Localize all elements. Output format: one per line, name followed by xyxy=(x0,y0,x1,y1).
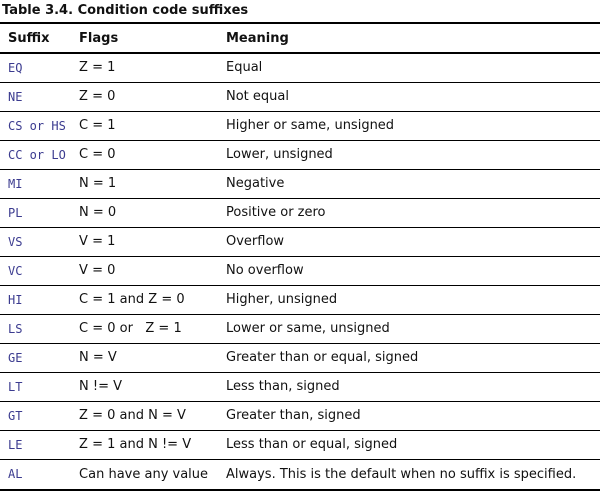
cell-flags: C = 1 xyxy=(79,118,116,133)
cell-flags: N = 0 xyxy=(79,205,117,220)
cell-flags: Can have any value xyxy=(79,466,209,482)
cell-meaning: Equal xyxy=(226,60,263,76)
cell-suffix: NE xyxy=(8,89,23,104)
table-row: NE Z = 0 Not equal xyxy=(0,82,600,111)
cell-flags: N = V xyxy=(79,350,117,365)
cell-suffix: PL xyxy=(8,205,23,220)
cell-flags: Z = 0 and N = V xyxy=(79,408,186,423)
table-row: MI N = 1 Negative xyxy=(0,169,600,198)
cell-flags: Z = 0 xyxy=(79,89,116,104)
table-row: VS V = 1 Overflow xyxy=(0,227,600,256)
table-header-row: Suffix Flags Meaning xyxy=(0,23,600,53)
cell-suffix: HI xyxy=(8,292,23,307)
cell-meaning: Lower, unsigned xyxy=(226,147,333,162)
cell-meaning: Negative xyxy=(226,176,285,191)
table-row: HI C = 1 and Z = 0 Higher, unsigned xyxy=(0,285,600,314)
table-row: LS C = 0 or Z = 1 Lower or same, unsigne… xyxy=(0,314,600,343)
table-row: GE N = V Greater than or equal, signed xyxy=(0,343,600,372)
cell-meaning: Less than or equal, signed xyxy=(226,437,398,452)
cell-flags: V = 1 xyxy=(79,234,116,249)
cell-suffix: CS or HS xyxy=(8,118,66,133)
cell-flags: C = 0 xyxy=(79,147,116,162)
cell-suffix: LT xyxy=(8,379,23,394)
cell-meaning: Positive or zero xyxy=(226,205,326,220)
table-row: PL N = 0 Positive or zero xyxy=(0,198,600,227)
cell-suffix: LE xyxy=(8,437,23,452)
cell-suffix: GT xyxy=(8,408,23,423)
table-row: LT N != V Less than, signed xyxy=(0,372,600,401)
cell-meaning: Less than, signed xyxy=(226,379,340,394)
table-row: EQ Z = 1 Equal xyxy=(0,53,600,82)
cell-meaning: Not equal xyxy=(226,89,289,104)
cell-flags: C = 1 and Z = 0 xyxy=(79,292,185,307)
cell-meaning: Higher, unsigned xyxy=(226,292,338,307)
cell-suffix: LS xyxy=(8,321,23,336)
cell-suffix: EQ xyxy=(8,60,23,75)
cell-flags: V = 0 xyxy=(79,263,116,278)
cell-flags: C = 0 or Z = 1 xyxy=(79,321,182,336)
table-row: LE Z = 1 and N != V Less than or equal, … xyxy=(0,430,600,459)
condition-code-table-container: Suffix Flags Meaning EQ Z = 1 Equal NE Z… xyxy=(0,22,600,491)
table-row: CC or LO C = 0 Lower, unsigned xyxy=(0,140,600,169)
header-suffix: Suffix xyxy=(8,30,50,46)
cell-meaning: Always. This is the default when no suff… xyxy=(226,466,577,482)
cell-meaning: Higher or same, unsigned xyxy=(226,118,395,133)
cell-suffix: MI xyxy=(8,176,23,191)
cell-meaning: Lower or same, unsigned xyxy=(226,321,390,336)
cell-meaning: Greater than, signed xyxy=(226,408,361,423)
cell-meaning: Greater than or equal, signed xyxy=(226,350,419,365)
cell-suffix: GE xyxy=(8,350,23,365)
cell-flags: Z = 1 and N != V xyxy=(79,437,192,452)
cell-suffix: CC or LO xyxy=(8,147,66,162)
cell-meaning: Overflow xyxy=(226,234,285,249)
table-row: VC V = 0 No overflow xyxy=(0,256,600,285)
table-row: GT Z = 0 and N = V Greater than, signed xyxy=(0,401,600,430)
cell-flags: N != V xyxy=(79,379,123,394)
cell-flags: Z = 1 xyxy=(79,60,116,76)
cell-flags: N = 1 xyxy=(79,176,117,191)
table-caption: Table 3.4. Condition code suffixes xyxy=(2,3,249,18)
table-row: AL Can have any value Always. This is th… xyxy=(0,459,600,490)
cell-suffix: VC xyxy=(8,263,23,278)
condition-code-table: Suffix Flags Meaning EQ Z = 1 Equal NE Z… xyxy=(0,22,600,491)
cell-suffix: VS xyxy=(8,234,23,249)
cell-suffix: AL xyxy=(8,467,23,482)
header-meaning: Meaning xyxy=(226,30,289,46)
header-flags: Flags xyxy=(79,30,119,46)
table-row: CS or HS C = 1 Higher or same, unsigned xyxy=(0,111,600,140)
cell-meaning: No overflow xyxy=(226,263,304,278)
